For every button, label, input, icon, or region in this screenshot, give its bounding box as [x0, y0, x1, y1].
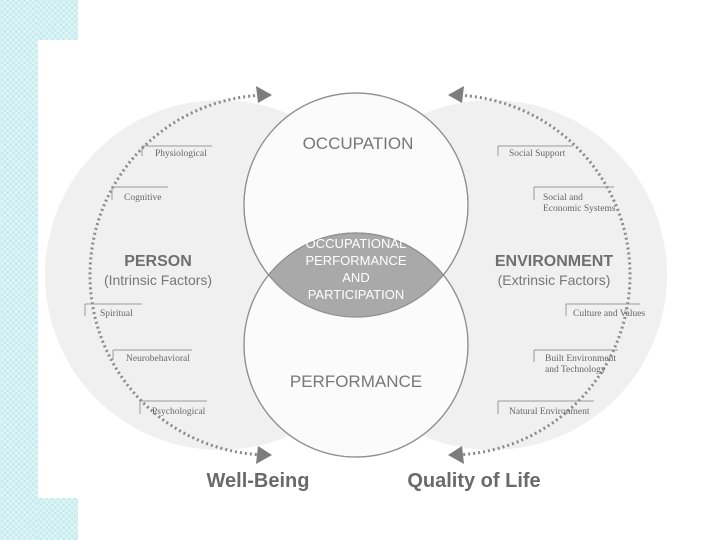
- decorative-left-strip: [0, 0, 38, 540]
- person-subtitle: (Intrinsic Factors): [104, 272, 212, 288]
- environment-title: ENVIRONMENT: [495, 253, 613, 270]
- center-line-3: AND: [342, 270, 369, 285]
- arrow-top-right-icon: [448, 86, 464, 103]
- factor-built-environment-1: Built Environment: [545, 354, 616, 364]
- outcome-quality-of-life: Quality of Life: [407, 470, 540, 492]
- decorative-bottom-block: [38, 498, 78, 540]
- factor-culture-values: Culture and Values: [573, 309, 645, 319]
- factor-neurobehavioral: Neurobehavioral: [126, 354, 190, 364]
- decorative-top-block: [38, 0, 78, 40]
- occupation-label: OCCUPATION: [303, 134, 414, 153]
- factor-social-economic-2: Economic Systems: [543, 204, 616, 214]
- factor-natural-environment: Natural Environment: [509, 407, 590, 417]
- center-line-4: PARTICIPATION: [308, 287, 405, 302]
- factor-built-environment-2: and Technology: [545, 365, 606, 375]
- performance-label: PERFORMANCE: [290, 372, 422, 391]
- factor-cognitive: Cognitive: [124, 193, 161, 203]
- factor-social-economic-1: Social and: [543, 193, 583, 203]
- environment-subtitle: (Extrinsic Factors): [498, 272, 611, 288]
- factor-social-support: Social Support: [509, 149, 566, 159]
- environment-factor-leaders: [497, 145, 640, 414]
- factor-psychological: Psychological: [152, 407, 206, 417]
- center-line-2: PERFORMANCE: [305, 253, 406, 268]
- environment-cycle-arc: [449, 93, 632, 457]
- center-overlap: [244, 233, 468, 317]
- person-cycle-arc: [88, 93, 271, 457]
- person-title: PERSON: [124, 253, 192, 270]
- arrow-top-left-icon: [256, 86, 272, 103]
- factor-spiritual: Spiritual: [100, 309, 133, 319]
- center-line-1: OCCUPATIONAL: [306, 236, 407, 251]
- outcome-well-being: Well-Being: [207, 470, 310, 492]
- arrow-bottom-right-icon: [448, 446, 464, 464]
- factor-physiological: Physiological: [155, 149, 207, 159]
- person-factor-leaders: [84, 145, 212, 414]
- arrow-bottom-left-icon: [256, 446, 272, 464]
